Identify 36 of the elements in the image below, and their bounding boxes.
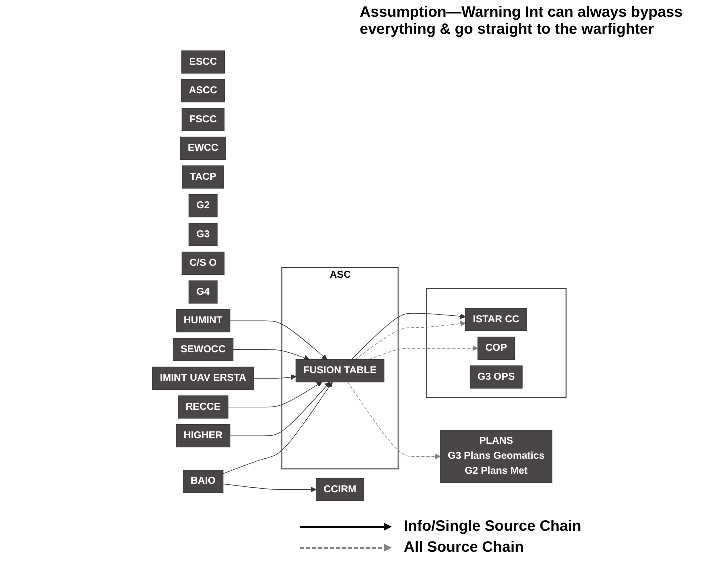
arrow [223,484,317,492]
node-box: COP [478,336,516,360]
node-box: FUSION TABLE [296,359,385,383]
node-box: EWCC [180,136,226,160]
arrow [368,346,478,360]
legend-text: Info/Single Source Chain [404,518,582,535]
arrow [228,382,322,408]
node-box: FSCC [182,108,225,132]
node-box: ASCC [181,79,226,103]
node-box: C/S O [182,252,225,276]
arrow [233,349,310,361]
cluster [426,288,567,398]
arrow [223,382,333,474]
arrow [230,320,328,360]
node-box: TACP [182,166,224,189]
node-box: BAIO [183,470,224,494]
legend-text: All Source Chain [404,539,524,556]
node-box: G4 [188,280,218,304]
node-box: CCIRM [316,478,364,502]
node-box: PLANS G3 Plans Geomatics G2 Plans Met [440,430,553,484]
arrow [355,321,466,360]
node-box: HIGHER [176,424,231,448]
arrow [348,382,441,460]
arrow [351,313,466,360]
node-box: G3 OPS [470,366,523,389]
note-text: Assumption—Warning Int can always bypass everything & go straight to the warfighter [360,4,684,38]
node-box: ESCC [182,50,226,74]
node-box: SEWOCC [173,338,234,362]
node-box: G2 [188,194,218,218]
arrow [254,374,296,380]
node-box: IMINT UAV ERSTA [152,366,254,390]
node-box: ISTAR CC [465,308,528,332]
arrow [230,382,330,436]
node-box: HUMINT [176,309,231,333]
node-box: G3 [188,223,218,246]
node-box: RECCE [178,396,229,419]
